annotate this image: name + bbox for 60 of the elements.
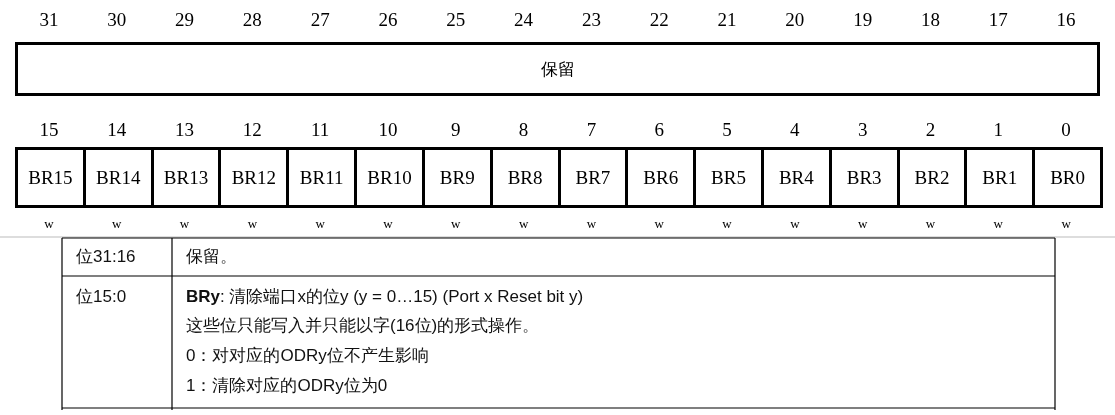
bit-field-box: BR15	[15, 147, 86, 208]
bit-number: 3	[856, 119, 869, 141]
access-type: w	[178, 216, 191, 232]
access-type: w	[789, 216, 801, 232]
bit-number: 21	[716, 9, 738, 31]
access-type: w	[246, 216, 259, 232]
access-type: w	[585, 216, 598, 232]
bit-number: 28	[241, 9, 263, 31]
bit-number: 17	[987, 9, 1009, 31]
bit-field-box: BR10	[354, 147, 425, 208]
bit-number: 6	[653, 119, 665, 141]
bit-number: 1	[992, 119, 1005, 141]
access-type: w	[721, 216, 733, 232]
access-type: w	[517, 216, 530, 232]
bit-number: 22	[648, 9, 670, 31]
access-type: w	[111, 216, 123, 232]
bit-number: 9	[450, 119, 462, 141]
bit-number: 11	[310, 119, 331, 141]
access-type: w	[1060, 216, 1072, 232]
access-type: w	[924, 216, 937, 232]
access-type: w	[450, 216, 462, 232]
access-type: w	[43, 216, 55, 232]
description-text: 这些位只能写入并只能以字(16位)的形式操作。	[186, 316, 540, 336]
bit-number: 8	[517, 119, 530, 141]
bit-number: 27	[309, 9, 331, 31]
bit-number: 14	[106, 119, 128, 141]
bit-field-box: BR5	[693, 147, 764, 208]
bit-number: 26	[377, 9, 399, 31]
reserved-field-box: 保留	[15, 42, 1100, 96]
bit-number: 4	[789, 119, 801, 141]
bit-number: 23	[580, 9, 602, 31]
access-type: w	[382, 216, 394, 232]
bit-number: 15	[38, 119, 60, 141]
bit-number: 19	[852, 9, 874, 31]
description-text: 1：清除对应的ODRy位为0	[186, 376, 388, 396]
description-text: 保留。	[186, 247, 237, 267]
access-type: w	[856, 216, 869, 232]
bit-number: 12	[241, 119, 263, 141]
bit-number: 25	[445, 9, 467, 31]
description-text: 0：对对应的ODRy位不产生影响	[186, 346, 429, 366]
bit-number: 7	[585, 119, 598, 141]
bit-number: 30	[106, 9, 128, 31]
bit-field-box: BR0	[1032, 147, 1103, 208]
description-text: BRy: 清除端口x的位y (y = 0…15) (Port x Reset bit y)	[186, 287, 584, 307]
bit-number: 2	[924, 119, 937, 141]
bit-number: 31	[38, 9, 60, 31]
bit-number: 29	[174, 9, 196, 31]
access-type: w	[653, 216, 665, 232]
bit-number: 5	[721, 119, 733, 141]
bit-number: 13	[174, 119, 196, 141]
bit-range: 位31:16	[76, 247, 136, 267]
bit-number: 0	[1060, 119, 1072, 141]
bit-number: 20	[784, 9, 806, 31]
access-type: w	[314, 216, 326, 232]
bit-number: 24	[513, 9, 535, 31]
bit-range: 位15:0	[76, 287, 127, 307]
access-type: w	[992, 216, 1004, 232]
bit-number: 16	[1055, 9, 1077, 31]
bit-number: 10	[377, 119, 399, 141]
bit-number: 18	[919, 9, 941, 31]
